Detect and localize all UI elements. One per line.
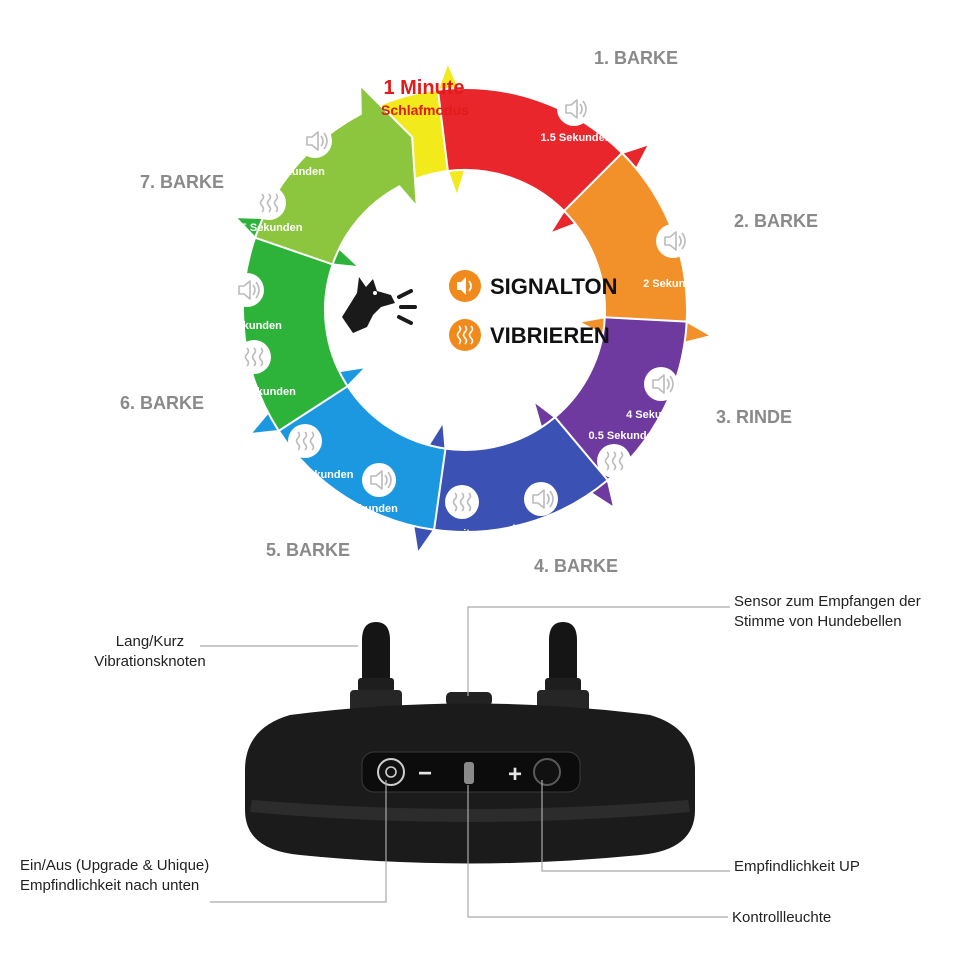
sensitivity-up-callout: Empfindlichkeit UP (734, 858, 860, 875)
step-4-duration-1: 4 Sekunden (510, 523, 572, 535)
speaker-icon (298, 124, 332, 158)
vibration-icon (252, 186, 286, 220)
step-6: 4 Sekunden 2 Sekunden 6. BARKE (120, 273, 296, 413)
power-line-2: Empfindlichkeit nach unten (20, 877, 200, 894)
step-6-label: 6. BARKE (120, 393, 204, 413)
step-2-duration-1: 2 Sekunden (643, 278, 705, 290)
step-2-label: 2. BARKE (734, 211, 818, 231)
vibration-icon (237, 340, 271, 374)
step-7: 4 Sekunden 2.5 Sekunden 7. BARKE (140, 124, 332, 234)
sleep-title: 1 Minute (383, 77, 464, 99)
speaker-icon (557, 92, 591, 126)
power-callout: Ein/Aus (Upgrade & Uhique) Empfindlichke… (20, 856, 209, 896)
sensor-callout: Sensor zum Empfangen der Stimme von Hund… (734, 592, 921, 632)
indicator-callout: Kontrollleuchte (732, 909, 832, 926)
vibration-icon (288, 424, 322, 458)
step-7-duration-1: 4 Sekunden (263, 166, 325, 178)
step-3-duration-1: 4 Sekunden (626, 409, 688, 421)
vibration-knot-callout: Lang/Kurz Vibrationsknoten (86, 632, 214, 672)
left-probe (350, 622, 402, 718)
speaker-icon (524, 482, 558, 516)
bark-sensor (446, 692, 492, 706)
step-3: 4 Sekunden 0.5 Sekunden 3. RINDE (589, 367, 792, 478)
indicator-light (464, 762, 474, 784)
step-6-duration-2: 2 Sekunden (234, 386, 296, 398)
step-5-duration-1: 4 Sekunden (336, 503, 398, 515)
speaker-icon (362, 463, 396, 497)
vibration-icon (449, 319, 481, 351)
signal-legend: SIGNALTON (449, 270, 618, 302)
vibration-icon (445, 485, 479, 519)
sensor-line-2: Stimme von Hundebellen (734, 613, 902, 630)
power-line-1: Ein/Aus (Upgrade & Uhique) (20, 857, 210, 874)
step-5-label: 5. BARKE (266, 540, 350, 560)
step-4: 4 Sekunden 1 zweite 4. BARKE (434, 482, 618, 576)
step-1-label: 1. BARKE (594, 48, 678, 68)
step-7-label: 7. BARKE (140, 172, 224, 192)
callout-lines (200, 606, 730, 918)
minus-label: − (418, 760, 432, 787)
cycle-ring (232, 59, 715, 557)
speaker-icon (230, 273, 264, 307)
step-5: 4 Sekunden 1.5 Sekunden 5. BARKE (266, 424, 398, 560)
sleep-subtitle: Schlafmodus (381, 102, 469, 118)
vibrate-legend: VIBRIEREN (449, 319, 610, 351)
step-1: 1.5 Sekunden 1. BARKE (541, 48, 678, 144)
step-4-label: 4. BARKE (534, 556, 618, 576)
sensor-line-1: Sensor zum Empfangen der (734, 593, 921, 610)
step-7-duration-2: 2.5 Sekunden (232, 222, 303, 234)
speaker-icon (644, 367, 678, 401)
step-6-duration-1: 4 Sekunden (220, 320, 282, 332)
step-5-duration-2: 1.5 Sekunden (283, 469, 354, 481)
step-1-duration-1: 1.5 Sekunden (541, 132, 612, 144)
power-button[interactable] (377, 758, 405, 786)
signal-legend-label: SIGNALTON (490, 274, 618, 299)
bark-collar-device: − + (245, 622, 695, 864)
sensitivity-up-button[interactable] (533, 758, 561, 786)
vibration-icon (597, 444, 631, 478)
step-3-duration-2: 0.5 Sekunden (589, 430, 660, 442)
right-probe (537, 622, 589, 718)
barking-dog-icon (342, 277, 417, 333)
step-4-duration-2: 1 zweite (434, 528, 476, 540)
vibration-knot-line-1: Lang/Kurz (115, 633, 185, 650)
vibration-knot-line-2: Vibrationsknoten (94, 653, 206, 670)
plus-label: + (508, 761, 522, 788)
step-2: 2 Sekunden 2. BARKE (643, 211, 818, 290)
speaker-icon (656, 224, 690, 258)
step-3-label: 3. RINDE (716, 407, 792, 427)
vibrate-legend-label: VIBRIEREN (490, 323, 610, 348)
